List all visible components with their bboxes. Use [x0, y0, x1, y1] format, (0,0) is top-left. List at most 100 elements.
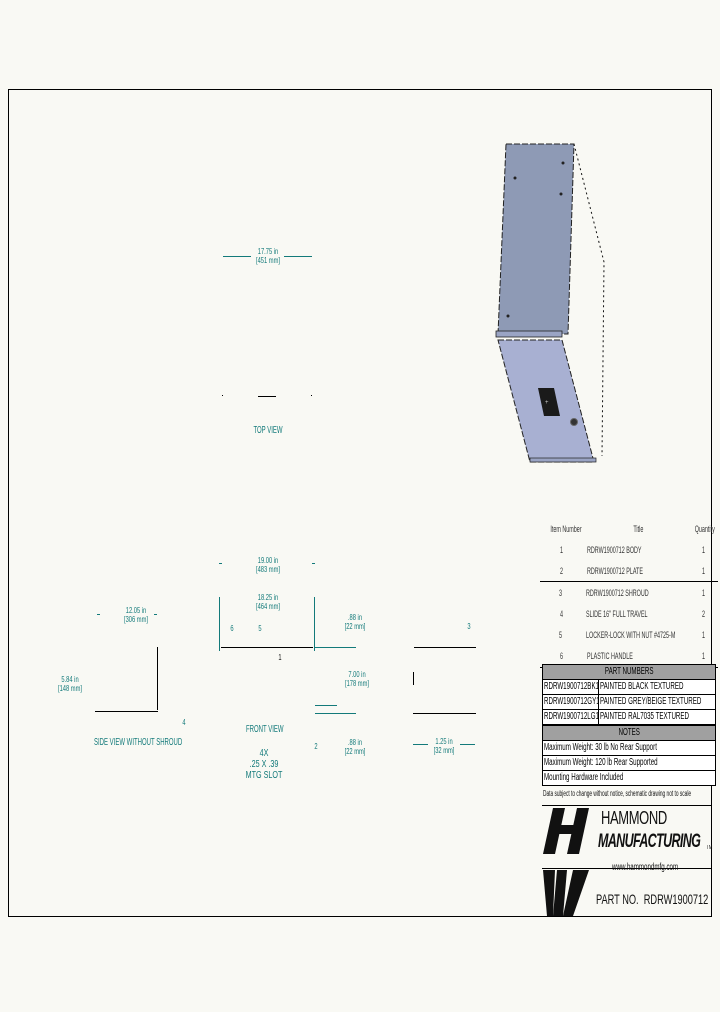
item-number: 6: [560, 650, 564, 661]
dimension-tick: [219, 563, 222, 564]
part-no-label: PART NO.: [596, 891, 639, 907]
part-numbers-table: PART NUMBERS RDRW1900712BK1 PAINTED BLAC…: [542, 664, 716, 786]
front-lower-dimension: .88 in [22 mm]: [341, 738, 370, 756]
slot-label: MTG SLOT: [245, 770, 283, 781]
part-no-value: RDRW1900712: [643, 891, 709, 907]
dim-mm: [178 mm]: [344, 679, 370, 688]
brand-name: HAMMOND: [601, 808, 667, 828]
dim-inches: 17.75 in: [257, 247, 279, 256]
dim-inches: .88 in: [347, 738, 363, 747]
hammond-logo-icon: [543, 808, 589, 916]
front-height-dimension: 7.00 in [178 mm]: [341, 670, 373, 688]
callout-1: 1: [278, 653, 282, 662]
dimension-line: [460, 744, 475, 745]
bom-row: 6 PLASTIC HANDLE 1: [540, 645, 718, 666]
trademark: TM: [706, 845, 713, 851]
bom-row: 1 RDRW1900712 BODY 1: [540, 539, 718, 560]
part-numbers-header: PART NUMBERS: [543, 665, 715, 680]
part-description: PAINTED BLACK TEXTURED: [600, 681, 684, 692]
side-height-dimension: 5.84 in [148 mm]: [51, 675, 88, 693]
dim-inches: 12.05 in: [125, 606, 147, 615]
point: [222, 395, 223, 396]
dimension-line: [413, 744, 428, 745]
dim-inches: 1.25 in: [435, 737, 453, 746]
isometric-render: +: [495, 143, 605, 463]
bom-row: 5 LOCKER-LOCK WITH NUT #4725-M 1: [540, 624, 718, 645]
front-inner-dimension: 18.25 in [464 mm]: [248, 593, 288, 611]
item-number: 4: [559, 608, 563, 619]
part-number-row: RDRW1900712LG1 PAINTED RAL7035 TEXTURED: [543, 710, 715, 725]
part-description: PAINTED GREY/BEIGE TEXTURED: [600, 696, 702, 707]
front-edge: [221, 647, 313, 648]
dim-inches: 18.25 in: [257, 593, 279, 602]
dim-inches: 5.84 in: [61, 675, 79, 684]
dim-inches: 19.00 in: [257, 556, 279, 565]
right-width-dimension: 1.25 in [32 mm]: [430, 737, 459, 755]
part-number: RDRW1900712BK1: [544, 681, 599, 692]
slot-size: .25 X .39: [249, 759, 279, 770]
bom-header: Item Number Title Quantity: [540, 518, 718, 539]
item-qty: 1: [701, 565, 705, 576]
header-title: Title: [632, 523, 643, 534]
dim-mm: [306 mm]: [123, 615, 149, 624]
bom-row: 3 RDRW1900712 SHROUD 1: [540, 581, 718, 603]
dim-mm: [464 mm]: [255, 602, 281, 611]
dimension-tick: [97, 614, 100, 615]
svg-text:+: +: [545, 400, 549, 406]
part-number-row: RDRW1900712BK1 PAINTED BLACK TEXTURED: [543, 680, 715, 695]
item-title: RDRW1900712 SHROUD: [585, 587, 649, 598]
right-view-edge: [413, 672, 414, 685]
note-item: Mounting Hardware Included: [543, 771, 715, 785]
extension-line: [219, 597, 220, 651]
item-number: 5: [559, 629, 563, 640]
part-number: RDRW1900712LG1: [544, 711, 599, 722]
dimension-tick: [312, 563, 315, 564]
item-number: 3: [559, 587, 563, 598]
top-view-edge: [258, 396, 276, 397]
side-back-edge: [157, 647, 158, 710]
dimension-line: [315, 705, 337, 706]
right-view-edge: [413, 713, 476, 714]
right-view-edge: [414, 647, 476, 648]
item-title: RDRW1900712 BODY: [587, 544, 642, 555]
front-flange-dimension: .88 in [22 mm]: [341, 613, 370, 631]
item-title: LOCKER-LOCK WITH NUT #4725-M: [585, 629, 675, 640]
notes-header: NOTES: [543, 725, 715, 741]
flange-line: [315, 647, 356, 648]
part-description: PAINTED RAL7035 TEXTURED: [600, 711, 690, 722]
note-text: Mounting Hardware Included: [544, 772, 624, 783]
dim-mm: [32 mm]: [433, 746, 455, 755]
front-view-label: FRONT VIEW: [246, 724, 284, 735]
callout-2: 2: [314, 742, 318, 751]
brand-manufacturing: MANUFACTURING: [598, 831, 701, 852]
bill-of-materials: Item Number Title Quantity 1 RDRW1900712…: [540, 518, 718, 668]
side-depth-dimension: 12.05 in [306 mm]: [116, 606, 156, 624]
dimension-line: [284, 256, 312, 257]
header-text: PART NUMBERS: [604, 666, 654, 677]
header-item-number: Item Number: [550, 523, 582, 534]
side-view-label: SIDE VIEW WITHOUT SHROUD: [94, 737, 183, 748]
header-quantity: Quantity: [694, 523, 715, 534]
item-qty: 1: [701, 544, 705, 555]
part-number: RDRW1900712GY1: [544, 696, 599, 707]
dim-mm: [22 mm]: [344, 622, 366, 631]
top-width-dimension: 17.75 in [451 mm]: [248, 247, 288, 265]
disclaimer: Data subject to change without notice, s…: [543, 789, 692, 798]
item-qty: 1: [702, 587, 706, 598]
part-number-row: RDRW1900712GY1 PAINTED GREY/BEIGE TEXTUR…: [543, 695, 715, 710]
bom-row: 2 RDRW1900712 PLATE 1: [540, 560, 718, 581]
callout-5: 5: [258, 624, 262, 633]
dim-mm: [451 mm]: [255, 256, 281, 265]
item-title: PLASTIC HANDLE: [587, 650, 633, 661]
callout-6: 6: [230, 624, 234, 633]
dimension-line: [223, 256, 251, 257]
item-number: 2: [560, 565, 564, 576]
dimension-tick: [154, 614, 157, 615]
top-view-label: TOP VIEW: [253, 425, 283, 436]
item-qty: 2: [702, 608, 706, 619]
point: [311, 395, 312, 396]
website-link[interactable]: www.hammondmfg.com: [612, 862, 679, 873]
callout-4: 4: [182, 718, 186, 727]
title-block-top-rule: [542, 805, 712, 806]
note-item: Maximum Weight: 120 lb Rear Supported: [543, 756, 715, 771]
